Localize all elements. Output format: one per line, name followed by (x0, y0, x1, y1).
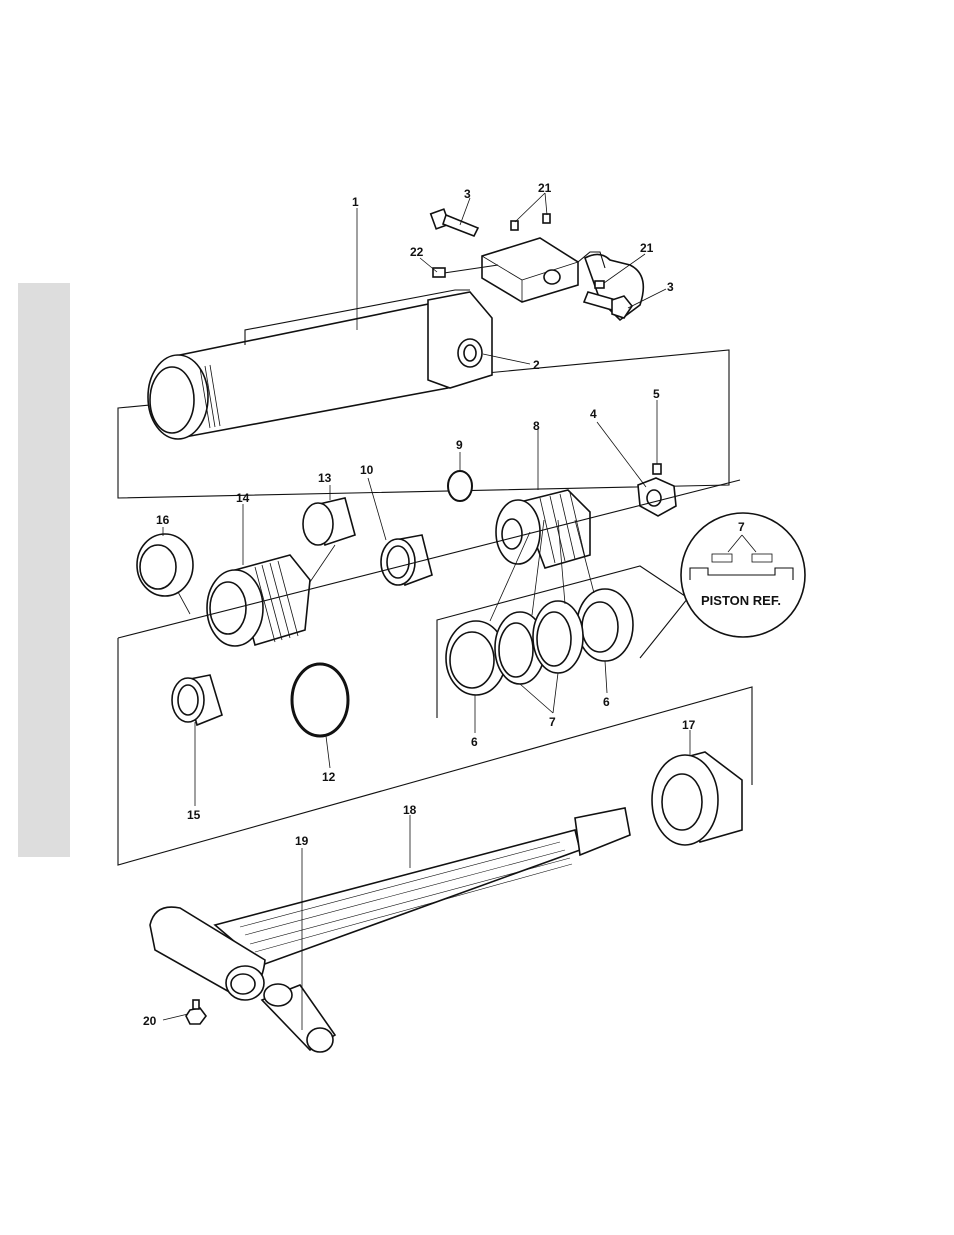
callout-3-right: 3 (667, 280, 674, 294)
middle-assembly-plane (118, 638, 752, 865)
callout-14: 14 (236, 491, 250, 505)
callout-22: 22 (410, 245, 424, 259)
callout-15: 15 (187, 808, 201, 822)
part-3-fitting-left (431, 209, 478, 236)
callout-10: 10 (360, 463, 374, 477)
callout-3-left: 3 (464, 187, 471, 201)
callout-1: 1 (352, 195, 359, 209)
part-22-plug (433, 268, 445, 277)
callout-21-right: 21 (640, 241, 654, 255)
center-axis-line (118, 480, 740, 638)
part-7-backup-rings (495, 601, 583, 684)
part-18-piston-rod (150, 808, 630, 1000)
part-19-rod-bushing (262, 984, 335, 1052)
callout-6-front: 6 (471, 735, 478, 749)
callout-6-rear: 6 (603, 695, 610, 709)
callout-18: 18 (403, 803, 417, 817)
callout-13: 13 (318, 471, 332, 485)
callout-20: 20 (143, 1014, 157, 1028)
part-5-set-screw (653, 464, 661, 474)
callout-8: 8 (533, 419, 540, 433)
part-20-grease-fitting (186, 1000, 206, 1024)
callout-5: 5 (653, 387, 660, 401)
callout-2: 2 (533, 358, 540, 372)
callout-17: 17 (682, 718, 696, 732)
part-12-o-ring (292, 664, 348, 736)
callout-16: 16 (156, 513, 170, 527)
part-9-o-ring (448, 471, 472, 501)
callout-7-inset: 7 (738, 520, 745, 534)
part-13-bushing (303, 498, 355, 545)
piston-ref-label: PISTON REF. (701, 593, 781, 608)
callout-7-rings: 7 (549, 715, 556, 729)
part-17-head-cap (652, 752, 742, 845)
callout-21-top: 21 (538, 181, 552, 195)
part-14-gland (207, 555, 310, 646)
part-15-bushing (172, 675, 222, 725)
callout-4: 4 (590, 407, 597, 421)
callout-19: 19 (295, 834, 309, 848)
part-16-wiper-seal (137, 534, 193, 596)
callout-9: 9 (456, 438, 463, 452)
callout-12: 12 (322, 770, 336, 784)
part-1-cylinder-barrel (148, 290, 492, 439)
